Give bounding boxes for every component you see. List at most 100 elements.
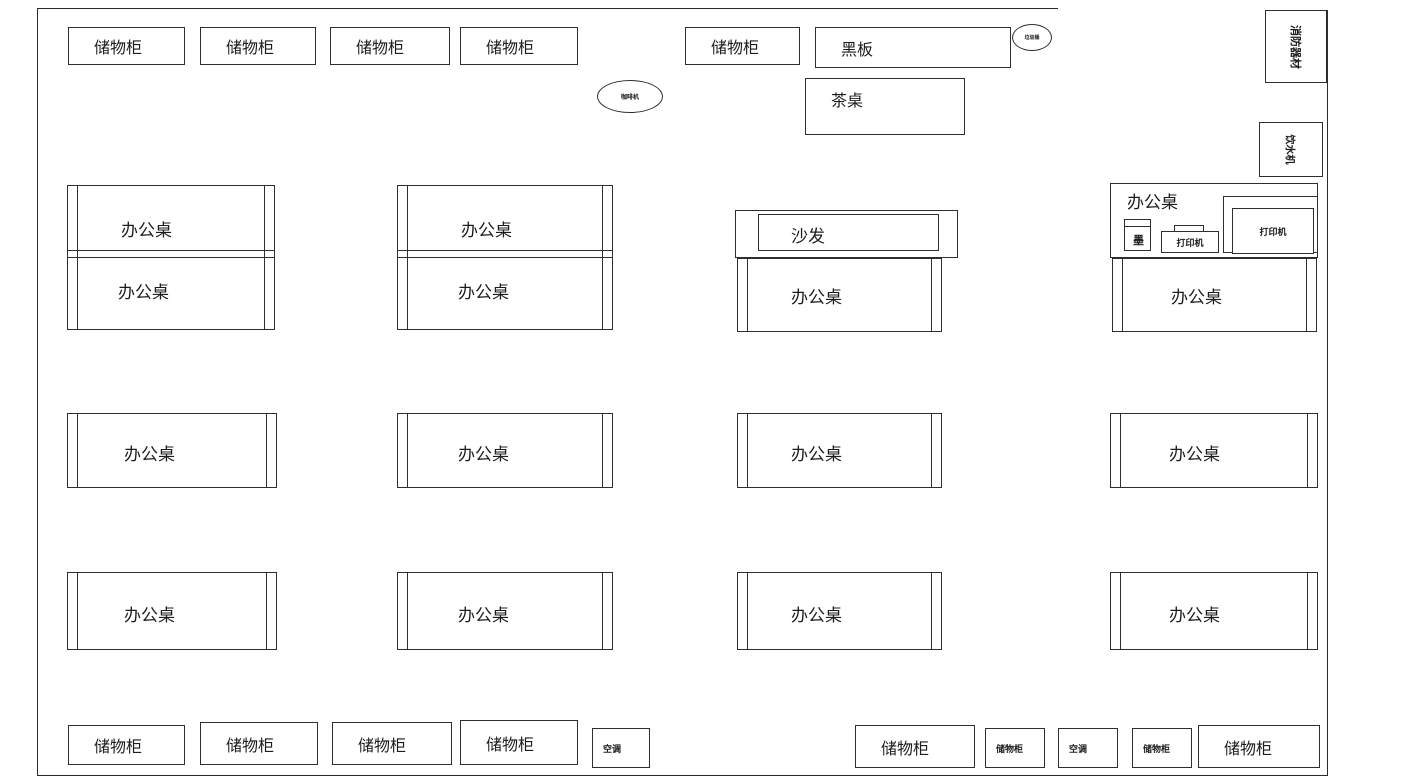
storage-cabinet: 储物柜 bbox=[68, 725, 185, 765]
wall-top bbox=[37, 8, 1058, 9]
printer-label: 打印机 bbox=[1259, 226, 1287, 237]
office-desk: 办公桌 bbox=[67, 572, 277, 650]
printer-large-body: 打印机 bbox=[1232, 208, 1314, 254]
air-conditioner-label: 空调 bbox=[1069, 743, 1088, 754]
desk-divider bbox=[68, 250, 274, 258]
cabinet-label: 储物柜 bbox=[1224, 740, 1273, 758]
desk-side-panel bbox=[747, 414, 748, 487]
printer-small: 打印机 bbox=[1161, 231, 1219, 253]
desk-side-panel bbox=[747, 259, 748, 331]
storage-cabinet: 储物柜 bbox=[330, 27, 450, 65]
desk-label: 办公桌 bbox=[1127, 193, 1178, 212]
fire-equipment-cabinet: 消防器材 bbox=[1265, 10, 1327, 83]
cabinet-label: 储物柜 bbox=[356, 40, 405, 57]
cabinet-label: 储物柜 bbox=[486, 736, 535, 754]
office-desk: 办公桌 bbox=[737, 572, 942, 650]
cabinet-label: 储物柜 bbox=[486, 40, 535, 57]
desk-side-panel bbox=[602, 414, 603, 487]
cabinet-label: 储物柜 bbox=[226, 40, 275, 57]
desk-side-panel bbox=[747, 573, 748, 649]
desk-side-panel bbox=[407, 573, 408, 649]
printer-small-top bbox=[1174, 225, 1204, 232]
air-conditioner-label: 空调 bbox=[603, 743, 622, 754]
trash-bin: 垃圾桶 bbox=[1012, 24, 1052, 51]
printer-large: 打印机 bbox=[1223, 196, 1318, 254]
coffee-machine: 咖啡机 bbox=[597, 80, 663, 113]
desk-label: 办公桌 bbox=[1169, 445, 1220, 464]
desk-side-panel bbox=[266, 573, 267, 649]
desk-side-panel bbox=[1120, 573, 1121, 649]
tea-table-label: 茶桌 bbox=[831, 93, 864, 110]
wall-left bbox=[37, 8, 38, 775]
storage-cabinet: 储物柜 bbox=[460, 27, 578, 65]
ink-label: 墨 bbox=[1133, 235, 1144, 247]
office-desk: 办公桌 bbox=[1110, 572, 1318, 650]
desk-side-panel bbox=[931, 573, 932, 649]
storage-cabinet: 储物柜 bbox=[1132, 728, 1192, 768]
air-conditioner: 空调 bbox=[1058, 728, 1118, 768]
tea-table: 茶桌 bbox=[805, 78, 965, 135]
wall-right bbox=[1327, 10, 1328, 775]
desk-label: 办公桌 bbox=[118, 283, 169, 302]
printer-desk: 办公桌 墨 打印机 打印机 bbox=[1110, 183, 1318, 258]
desk-label: 办公桌 bbox=[458, 606, 509, 625]
desk-label: 办公桌 bbox=[121, 221, 172, 240]
storage-cabinet: 储物柜 bbox=[855, 725, 975, 768]
trash-bin-label: 垃圾桶 bbox=[1024, 36, 1040, 41]
air-conditioner: 空调 bbox=[592, 728, 650, 768]
desk-divider bbox=[398, 250, 612, 258]
desk-side-panel bbox=[931, 414, 932, 487]
storage-cabinet: 储物柜 bbox=[332, 722, 452, 765]
cabinet-label: 储物柜 bbox=[94, 40, 143, 57]
office-desk: 办公桌 bbox=[397, 572, 613, 650]
desk-label: 办公桌 bbox=[124, 445, 175, 464]
desk-side-panel bbox=[602, 573, 603, 649]
blackboard: 黑板 bbox=[815, 27, 1011, 68]
ink-box: 墨 bbox=[1124, 219, 1151, 251]
sofa-seat: 沙发 bbox=[758, 214, 939, 251]
cabinet-label: 储物柜 bbox=[94, 739, 143, 756]
desk-side-panel bbox=[77, 573, 78, 649]
desk-label: 办公桌 bbox=[791, 606, 842, 625]
storage-cabinet: 储物柜 bbox=[1198, 725, 1320, 768]
office-desk: 办公桌 bbox=[1110, 413, 1318, 488]
desk-label: 办公桌 bbox=[1169, 606, 1220, 625]
office-desk: 办公桌 bbox=[1112, 258, 1317, 332]
storage-cabinet: 储物柜 bbox=[200, 722, 318, 765]
storage-cabinet: 储物柜 bbox=[985, 728, 1045, 768]
office-desk: 办公桌 bbox=[737, 258, 942, 332]
office-desk: 办公桌 bbox=[67, 413, 277, 488]
printer-label: 打印机 bbox=[1176, 237, 1204, 248]
desk-side-panel bbox=[1122, 259, 1123, 331]
desk-side-panel bbox=[1307, 573, 1308, 649]
blackboard-label: 黑板 bbox=[841, 41, 874, 59]
water-dispenser: 饮水机 bbox=[1259, 122, 1323, 177]
fire-equipment-label: 消防器材 bbox=[1289, 24, 1301, 69]
desk-side-panel bbox=[931, 259, 932, 331]
ink-box-lid bbox=[1125, 226, 1150, 227]
sofa-label: 沙发 bbox=[791, 227, 825, 246]
storage-cabinet: 储物柜 bbox=[68, 27, 185, 65]
desk-label: 办公桌 bbox=[458, 445, 509, 464]
desk-side-panel bbox=[77, 414, 78, 487]
desk-group: 办公桌 办公桌 bbox=[397, 185, 613, 330]
desk-label: 办公桌 bbox=[458, 283, 509, 302]
storage-cabinet: 储物柜 bbox=[685, 27, 800, 65]
office-desk: 办公桌 bbox=[397, 413, 613, 488]
storage-cabinet: 储物柜 bbox=[460, 720, 578, 765]
office-desk: 办公桌 bbox=[737, 413, 942, 488]
desk-label: 办公桌 bbox=[124, 606, 175, 625]
storage-cabinet: 储物柜 bbox=[200, 27, 316, 65]
desk-side-panel bbox=[407, 414, 408, 487]
cabinet-label: 储物柜 bbox=[881, 740, 930, 758]
sofa: 沙发 bbox=[735, 210, 958, 258]
desk-side-panel bbox=[1120, 414, 1121, 487]
desk-label: 办公桌 bbox=[461, 221, 512, 240]
coffee-machine-label: 咖啡机 bbox=[620, 95, 639, 101]
cabinet-label: 储物柜 bbox=[358, 737, 407, 755]
cabinet-label: 储物柜 bbox=[1143, 743, 1171, 754]
cabinet-label: 储物柜 bbox=[711, 40, 760, 57]
desk-label: 办公桌 bbox=[1171, 288, 1222, 307]
desk-label: 办公桌 bbox=[791, 445, 842, 464]
